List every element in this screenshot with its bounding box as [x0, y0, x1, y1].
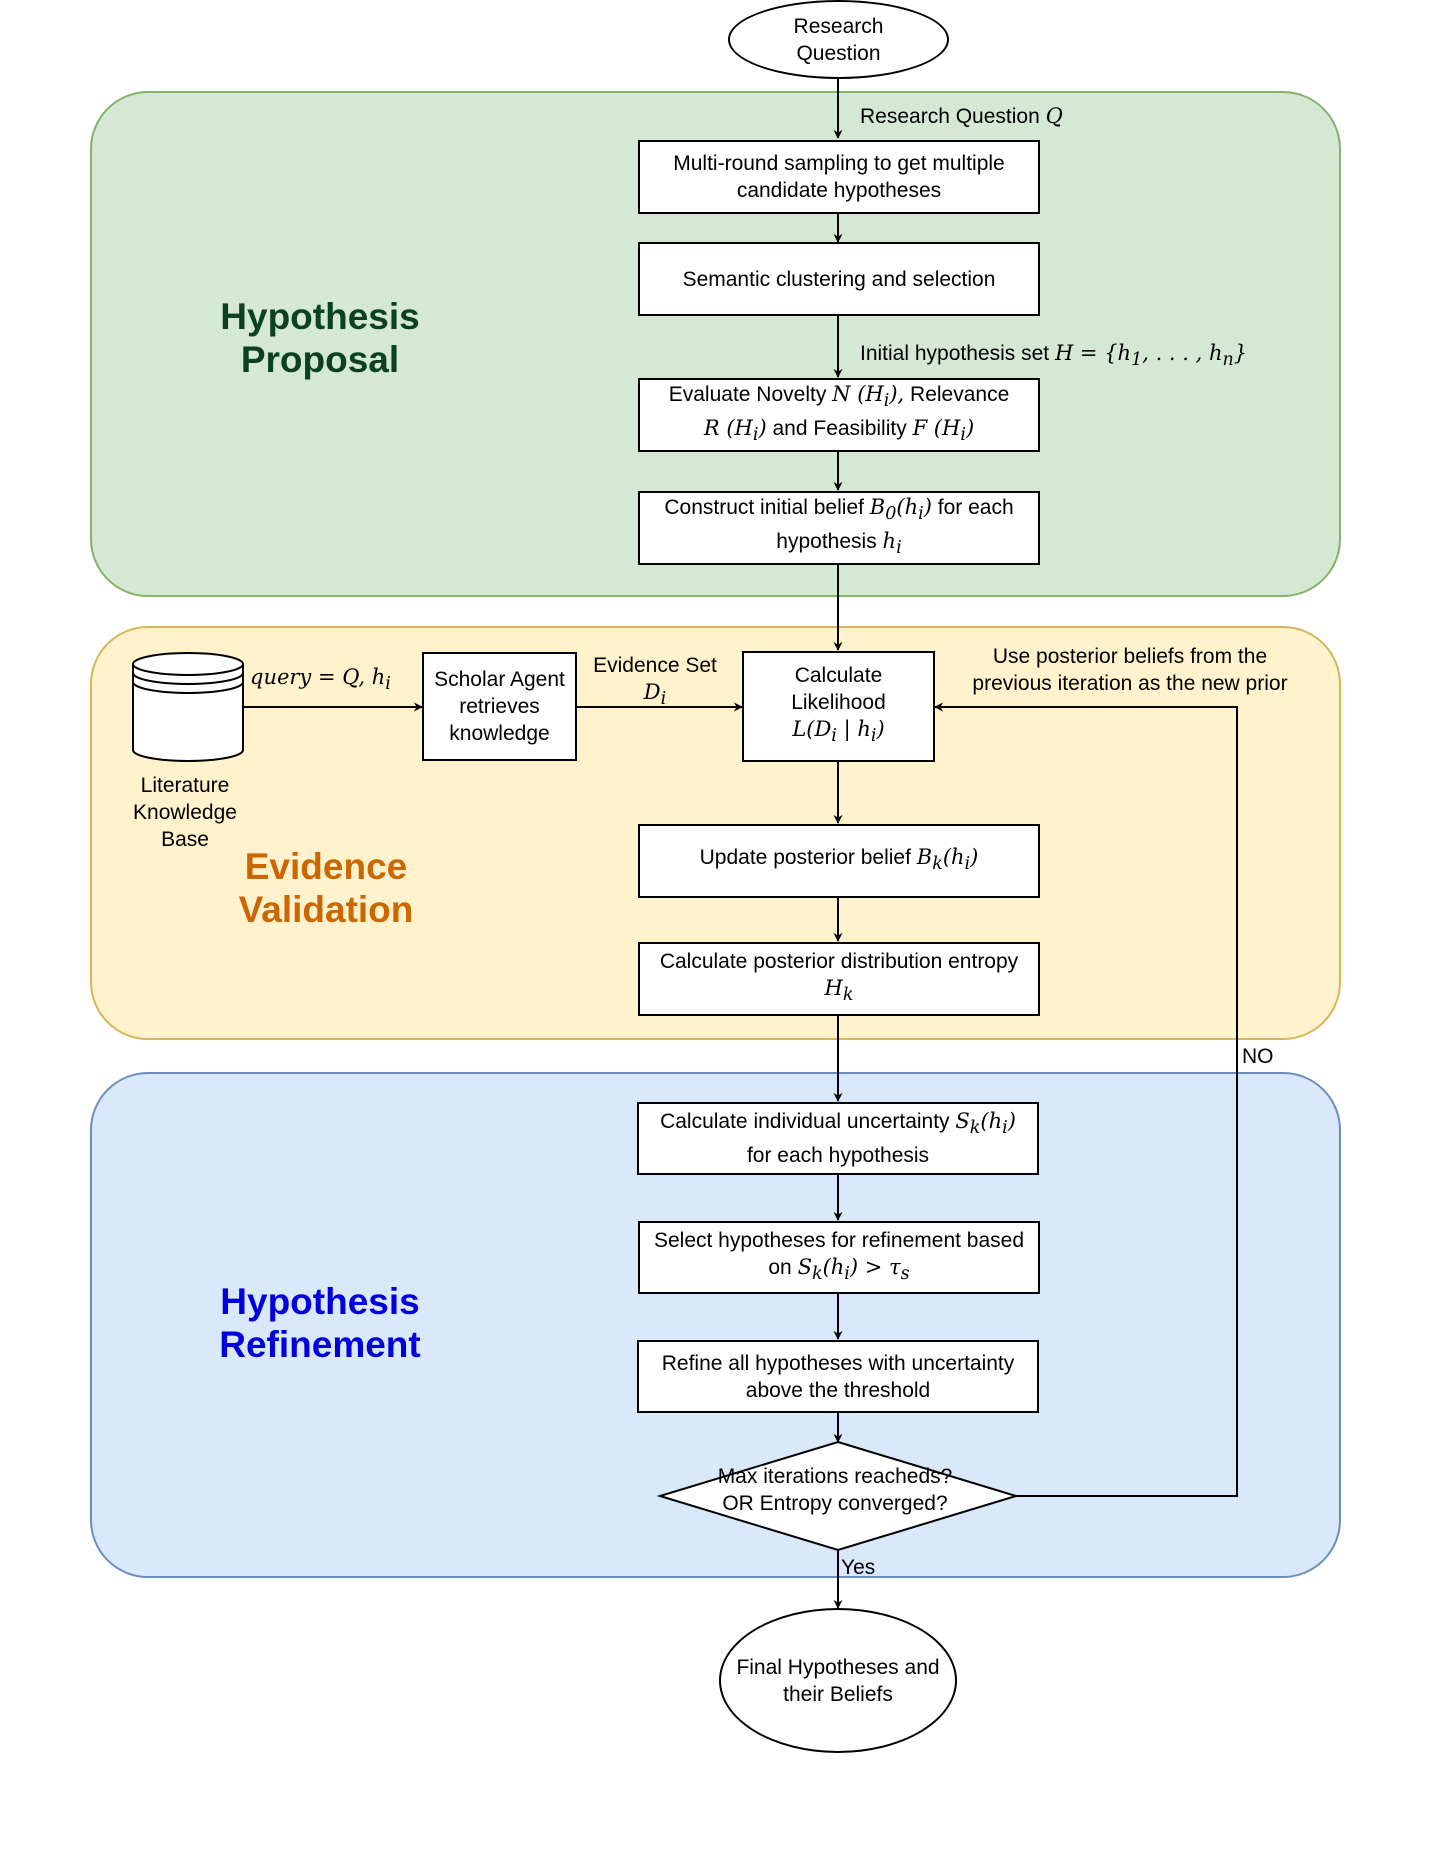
database-icon — [132, 652, 244, 762]
edge-label-no: NO — [1242, 1045, 1274, 1068]
edge-label-research-question: Research Question Q — [860, 104, 1063, 128]
clustering-box: Semantic clustering and selection — [638, 242, 1040, 316]
select-box: Select hypotheses for refinement based o… — [638, 1221, 1040, 1294]
posterior-belief-box: Update posterior belief Bk(hi) — [638, 824, 1040, 898]
edge-label-initial-set: Initial hypothesis set H = {h1, . . . , … — [860, 341, 1248, 371]
uncertainty-box: Calculate individual uncertainty Sk(hi) … — [637, 1102, 1039, 1175]
edge-label-yes: Yes — [841, 1556, 876, 1579]
entropy-box: Calculate posterior distribution entropy… — [638, 942, 1040, 1016]
edge-label-query: query = Q, hi — [250, 665, 391, 695]
construct-belief-box: Construct initial belief B0(hi) for each… — [638, 491, 1040, 565]
evaluate-box: Evaluate Novelty N (Hi), Relevance R (Hi… — [638, 378, 1040, 452]
edge-label-evidence-set: Evidence Set Di — [593, 654, 717, 710]
edge-decision-no-loop — [934, 702, 1238, 1497]
decision-diamond — [656, 1440, 1020, 1552]
decision-text: Max iterations reacheds?OR Entropy conve… — [717, 1465, 953, 1515]
likelihood-box: Calculate Likelihood L(Di | hi) — [742, 651, 935, 762]
